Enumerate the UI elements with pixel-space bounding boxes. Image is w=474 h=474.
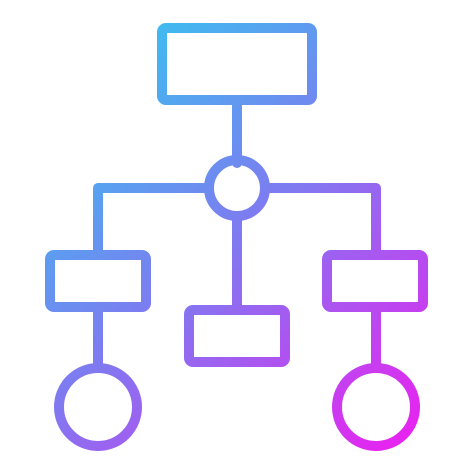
right-box (322, 250, 428, 312)
connector-hub-to-right-box (260, 183, 381, 260)
hub-circle (204, 155, 270, 221)
middle-box (184, 305, 290, 367)
left-circle (54, 363, 142, 451)
left-box (45, 250, 151, 312)
connector-hub-to-left-box (93, 183, 214, 260)
top-box (157, 23, 317, 105)
right-circle (332, 363, 420, 451)
